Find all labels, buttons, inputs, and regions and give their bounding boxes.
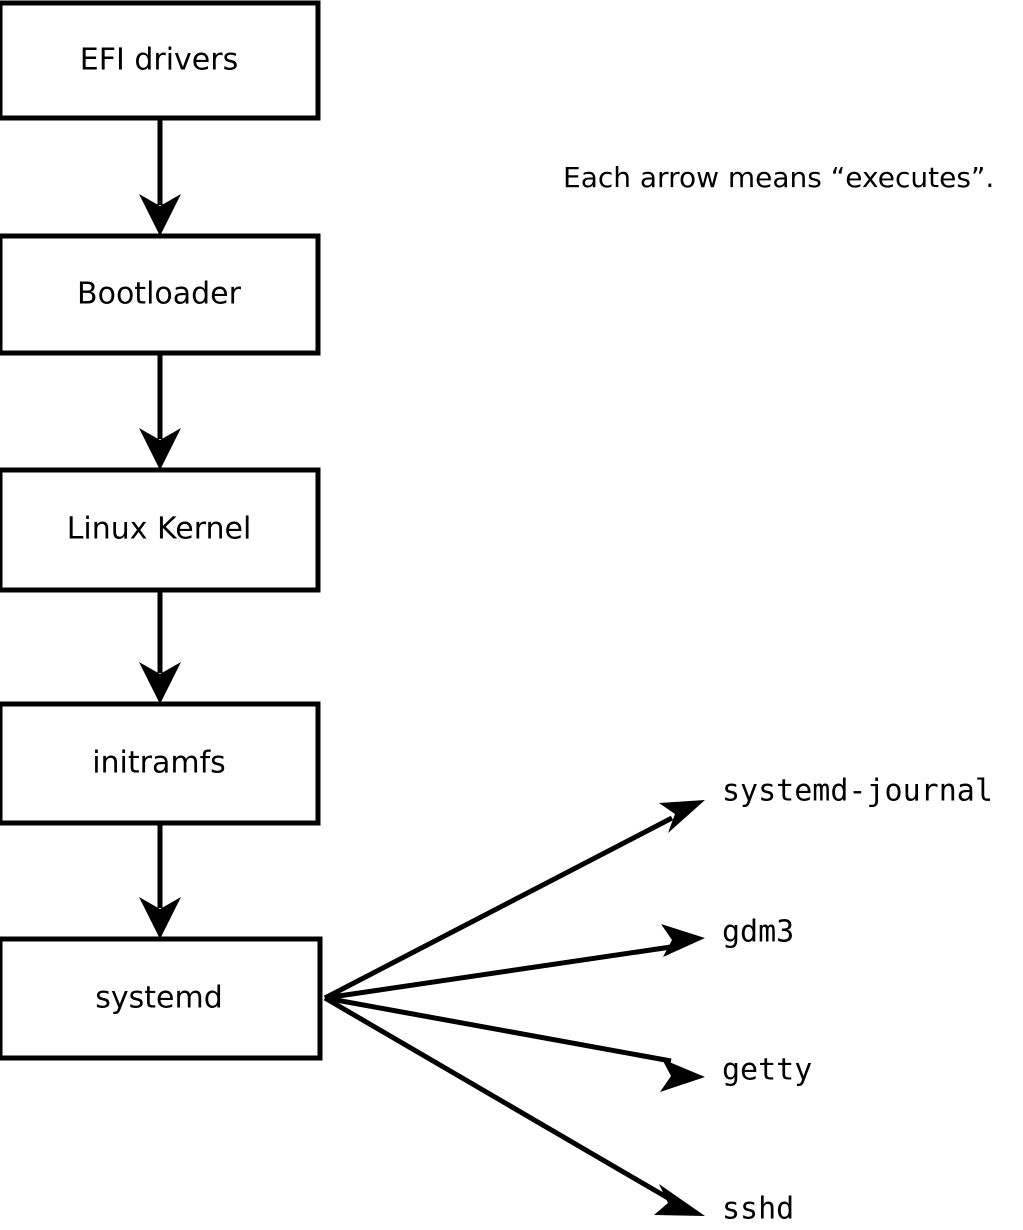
edge-systemd-to-systemd-journal — [323, 800, 705, 1001]
node-initramfs-label: initramfs — [92, 746, 226, 781]
node-linux-kernel-label: Linux Kernel — [67, 512, 252, 547]
node-systemd[interactable]: systemd — [0, 936, 323, 1061]
node-efi-drivers-label: EFI drivers — [80, 43, 238, 78]
node-systemd-journal-label: systemd-journal — [722, 774, 993, 809]
node-systemd-label: systemd — [95, 981, 223, 1016]
node-linux-kernel[interactable]: Linux Kernel — [0, 467, 321, 593]
edge-initramfs-to-systemd — [139, 823, 181, 939]
node-getty-label: getty — [722, 1053, 812, 1088]
node-gdm3-label: gdm3 — [722, 915, 794, 950]
node-efi-drivers[interactable]: EFI drivers — [0, 0, 321, 121]
edge-linux-kernel-to-initramfs — [139, 590, 181, 704]
edge-efi-drivers-to-bootloader — [139, 118, 181, 236]
legend-text: Each arrow means “executes”. — [563, 161, 994, 194]
edge-systemd-to-gdm3 — [324, 924, 705, 1001]
edge-bootloader-to-linux-kernel — [139, 353, 181, 470]
node-sshd-label: sshd — [722, 1192, 794, 1227]
node-initramfs[interactable]: initramfs — [0, 701, 321, 826]
node-bootloader-label: Bootloader — [77, 277, 242, 312]
node-bootloader[interactable]: Bootloader — [0, 233, 321, 356]
edge-systemd-to-sshd — [323, 995, 705, 1216]
edge-systemd-to-getty — [324, 995, 705, 1092]
